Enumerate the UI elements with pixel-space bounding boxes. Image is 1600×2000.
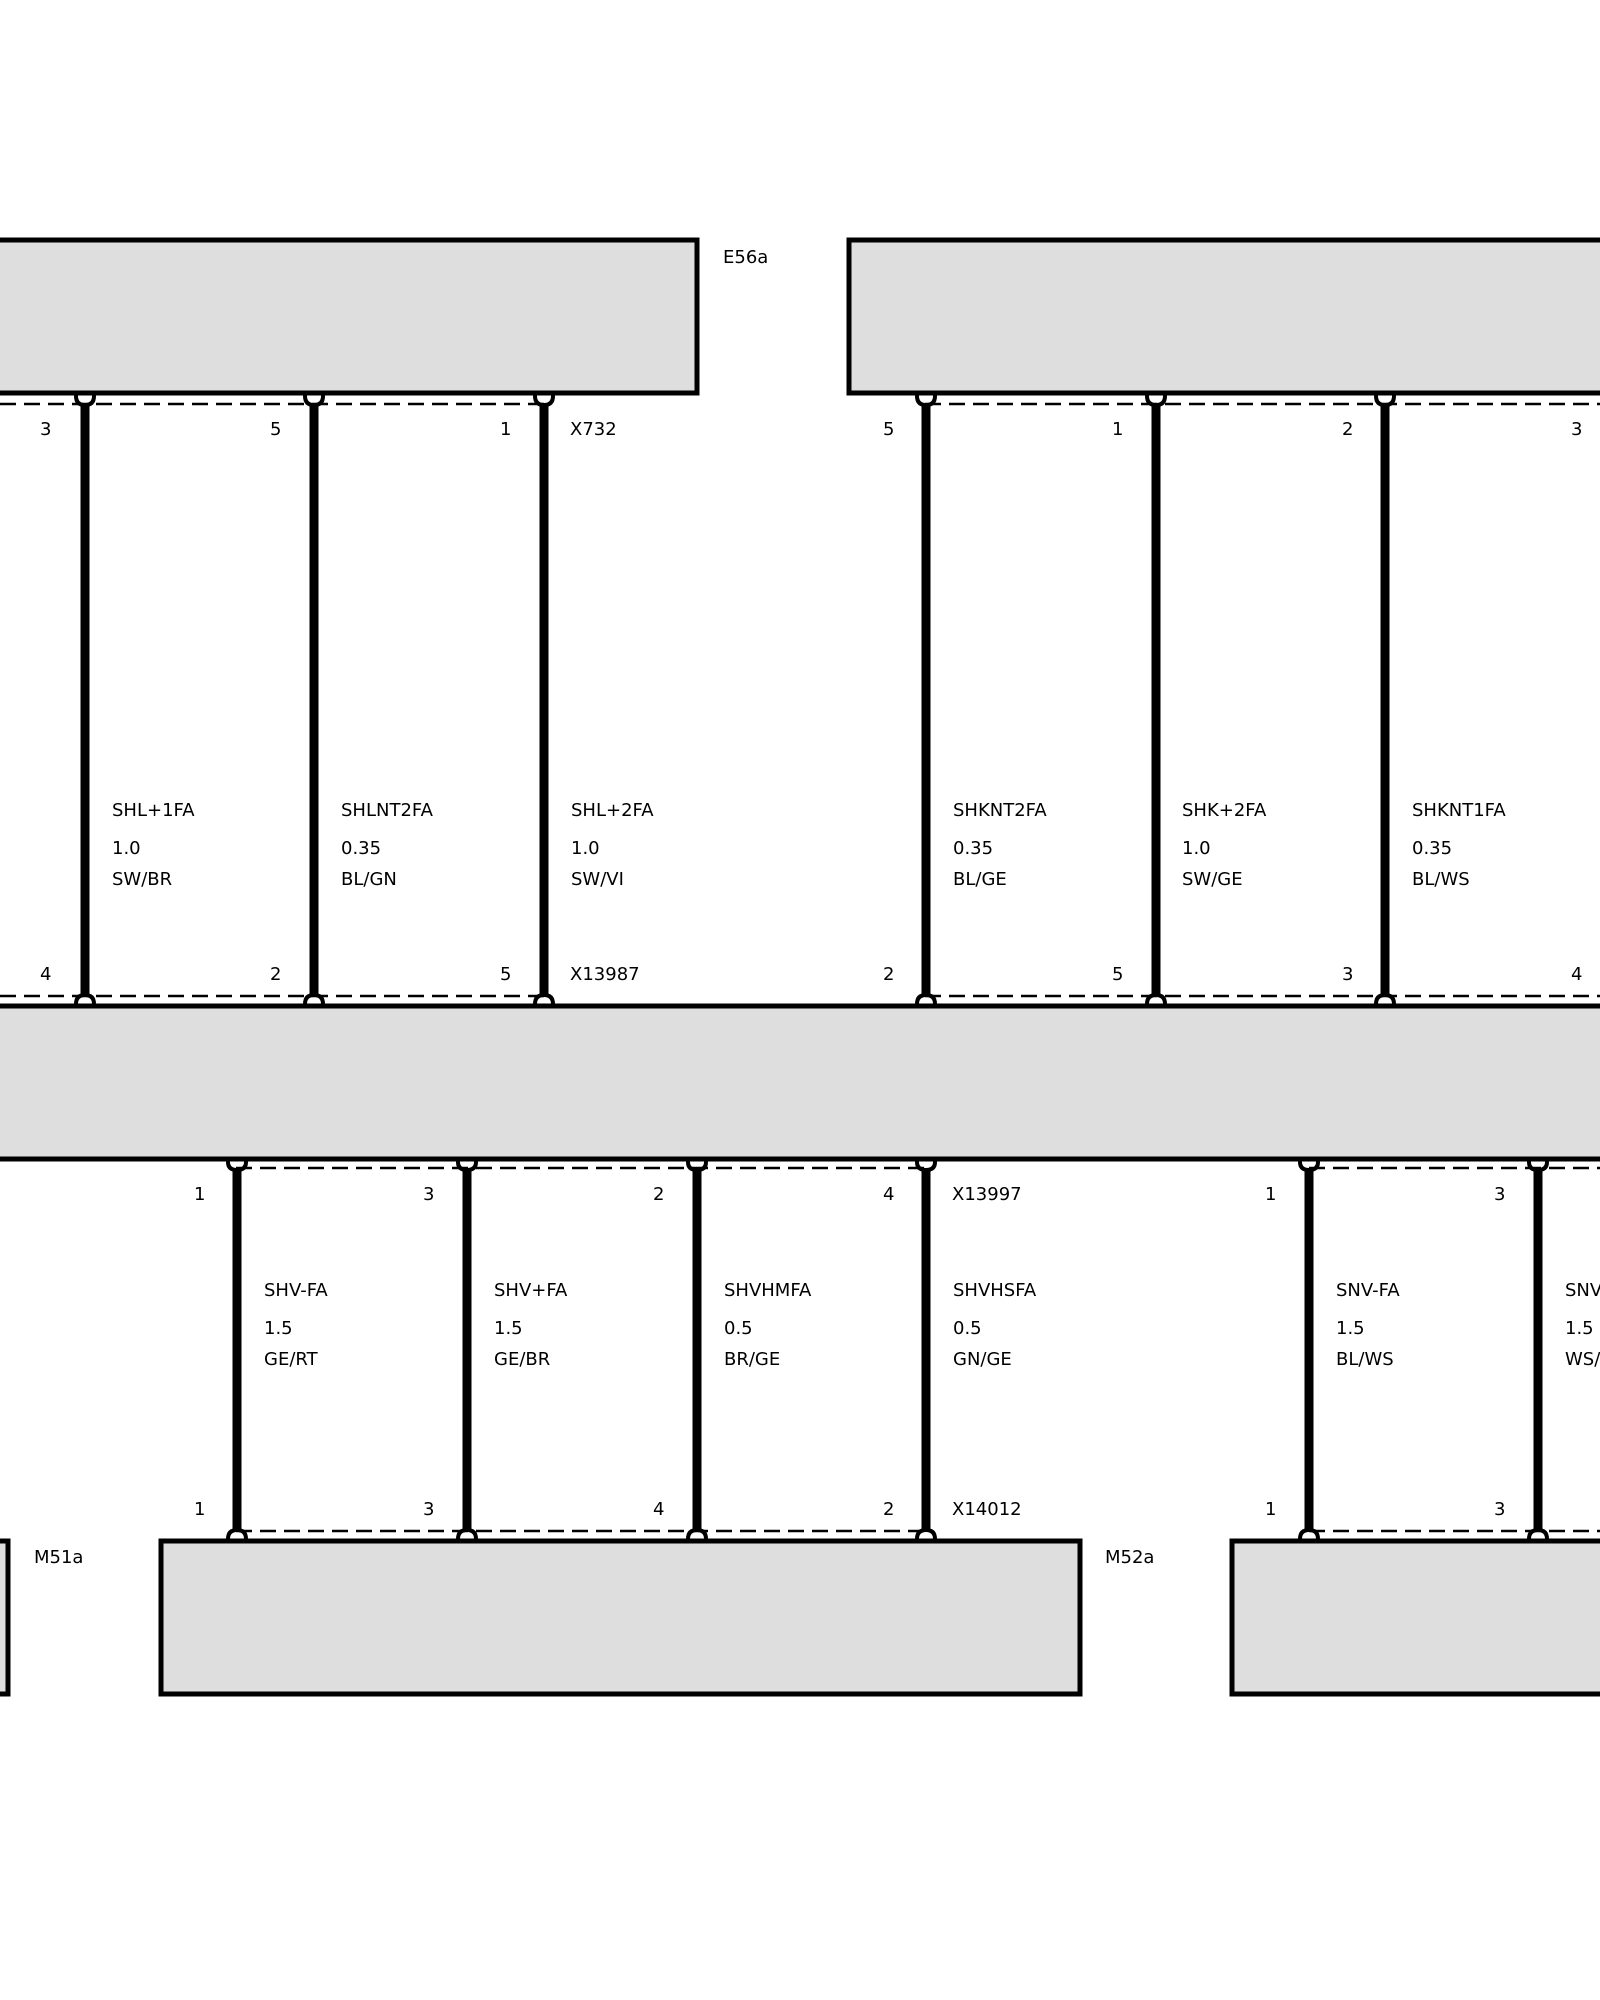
component-right-top-box[interactable] — [846, 237, 1600, 396]
wire-size-shl2: 1.0 — [571, 838, 600, 859]
wire-name-shl1: SHL+1FA — [112, 800, 195, 821]
pin-top-shvhm: 2 — [653, 1184, 664, 1205]
wire-size-shknt1: 0.35 — [1412, 838, 1452, 859]
pin-bottom-shl1: 4 — [40, 964, 51, 985]
wire-color-shvm: GE/RT — [264, 1349, 319, 1370]
component-right-bottom-box[interactable] — [1229, 1538, 1600, 1697]
pin-bottom-shvp: 3 — [423, 1499, 434, 1520]
wire-color-shknt2: BL/GE — [953, 869, 1007, 890]
wire-name-shl2: SHL+2FA — [571, 800, 654, 821]
wire-size-snvp: 1.5 — [1565, 1318, 1594, 1339]
component-m51a-box[interactable] — [0, 1538, 11, 1697]
wire-color-shknt1: BL/WS — [1412, 869, 1470, 890]
wire-color-shlnt2: BL/GN — [341, 869, 397, 890]
pin-bottom-shknt2: 2 — [883, 964, 894, 985]
component-m52a-box[interactable] — [158, 1538, 1083, 1697]
pin-top-snvp: 3 — [1494, 1184, 1505, 1205]
component-label-m51a: M51a — [34, 1547, 83, 1568]
wire-name-shvm: SHV-FA — [264, 1280, 328, 1301]
wire-color-shl2: SW/VI — [571, 869, 624, 890]
wire-size-shvhs: 0.5 — [953, 1318, 982, 1339]
wire-color-snvp: WS/ — [1565, 1349, 1600, 1370]
pin-top-snvm: 1 — [1265, 1184, 1276, 1205]
pin-bottom-shvhs: 2 — [883, 1499, 894, 1520]
pin-bottom-shvm: 1 — [194, 1499, 205, 1520]
pin-bottom-shk2: 5 — [1112, 964, 1123, 985]
wire-size-shvm: 1.5 — [264, 1318, 293, 1339]
component-e56a-box[interactable] — [0, 237, 700, 396]
wire-name-shk2: SHK+2FA — [1182, 800, 1267, 821]
component-middle-box[interactable] — [0, 1003, 1600, 1162]
wire-name-snvp: SNV- — [1565, 1280, 1600, 1301]
pin-bottom-snvp: 3 — [1494, 1499, 1505, 1520]
wire-color-shk2: SW/GE — [1182, 869, 1243, 890]
wire-size-shk2: 1.0 — [1182, 838, 1211, 859]
wire-size-snvm: 1.5 — [1336, 1318, 1365, 1339]
pin-top-shl1: 3 — [40, 419, 51, 440]
pin-top-shl2: 1 — [500, 419, 511, 440]
pin-top-shvp: 3 — [423, 1184, 434, 1205]
wire-name-shlnt2: SHLNT2FA — [341, 800, 434, 821]
wire-size-shvp: 1.5 — [494, 1318, 523, 1339]
pin-top-shvhs: 4 — [883, 1184, 894, 1205]
connector-label-x13997: X13997 — [952, 1184, 1022, 1205]
wire-name-shvhm: SHVHMFA — [724, 1280, 812, 1301]
pin-bottom-edge: 4 — [1571, 964, 1582, 985]
wire-color-shvhm: BR/GE — [724, 1349, 780, 1370]
wire-name-shknt2: SHKNT2FA — [953, 800, 1047, 821]
wire-name-shvp: SHV+FA — [494, 1280, 568, 1301]
terminal-hooks — [74, 394, 1549, 1541]
wire-size-shlnt2: 0.35 — [341, 838, 381, 859]
wire-color-snvm: BL/WS — [1336, 1349, 1394, 1370]
pin-top-shknt1: 2 — [1342, 419, 1353, 440]
wire-size-shl1: 1.0 — [112, 838, 141, 859]
wire-color-shvp: GE/BR — [494, 1349, 550, 1370]
wire-name-shknt1: SHKNT1FA — [1412, 800, 1506, 821]
pin-bottom-shlnt2: 2 — [270, 964, 281, 985]
component-label-m52a: M52a — [1105, 1547, 1154, 1568]
wire-size-shvhm: 0.5 — [724, 1318, 753, 1339]
connector-label-x14012: X14012 — [952, 1499, 1022, 1520]
pin-bottom-snvm: 1 — [1265, 1499, 1276, 1520]
wire-size-shknt2: 0.35 — [953, 838, 993, 859]
wire-name-snvm: SNV-FA — [1336, 1280, 1400, 1301]
pin-top-shknt2: 5 — [883, 419, 894, 440]
wire-color-shl1: SW/BR — [112, 869, 172, 890]
component-label-e56a: E56a — [723, 247, 768, 268]
pin-top-shlnt2: 5 — [270, 419, 281, 440]
pin-bottom-shknt1: 3 — [1342, 964, 1353, 985]
connector-label-x13987: X13987 — [570, 964, 640, 985]
pin-top-edge: 3 — [1571, 419, 1582, 440]
wire-name-shvhs: SHVHSFA — [953, 1280, 1037, 1301]
pin-top-shk2: 1 — [1112, 419, 1123, 440]
pin-top-shvm: 1 — [194, 1184, 205, 1205]
pin-bottom-shvhm: 4 — [653, 1499, 664, 1520]
pin-bottom-shl2: 5 — [500, 964, 511, 985]
connector-label-x732: X732 — [570, 419, 617, 440]
wire-color-shvhs: GN/GE — [953, 1349, 1012, 1370]
